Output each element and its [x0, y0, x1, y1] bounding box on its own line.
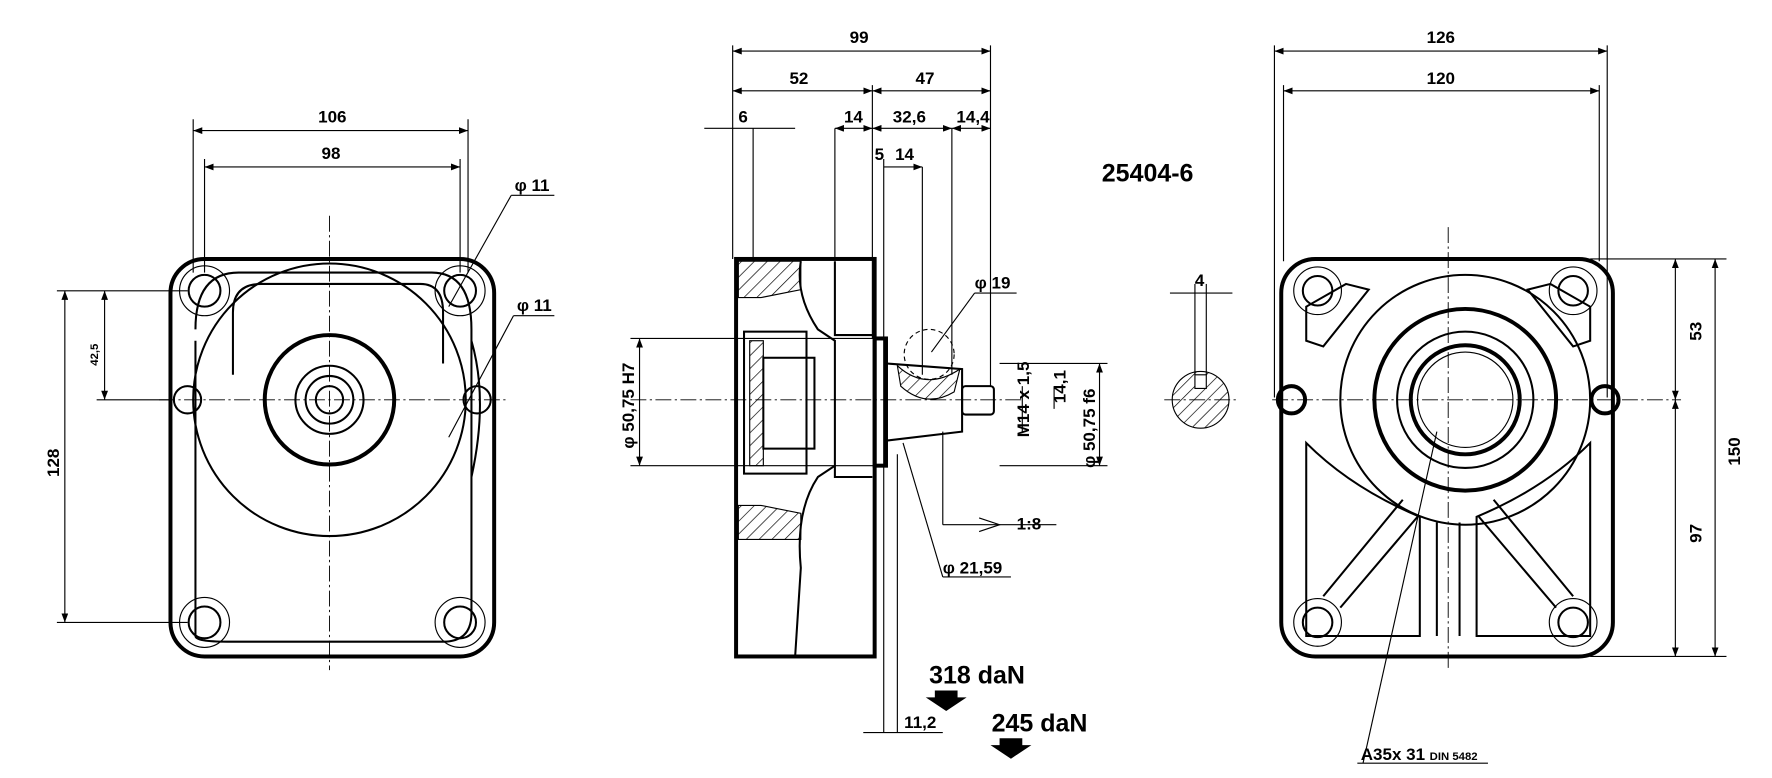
load-245: 245 daN: [992, 709, 1088, 737]
dim-pilot-h7: φ 50,75 H7: [619, 363, 638, 449]
dim-shaft-length: 47: [916, 69, 935, 88]
dim-5: 5: [875, 145, 884, 164]
dim-total-length: 99: [850, 28, 869, 47]
dim-14-4: 14,4: [956, 108, 990, 127]
dim-front-width-outer: 106: [318, 108, 346, 127]
load-arrow-icon: [990, 738, 1032, 759]
dim-11-2: 11,2: [904, 713, 936, 732]
dim-hole-dia-2: φ 11: [517, 296, 552, 315]
load-318: 318 daN: [929, 662, 1025, 690]
dim-rear-upper: 53: [1686, 322, 1705, 341]
dim-body-length: 52: [789, 69, 808, 88]
dim-ball-dia: φ 19: [975, 273, 1011, 292]
key-section: 4: [1164, 271, 1239, 429]
spline-spec-code: A35x 31: [1361, 745, 1425, 764]
dim-front-height: 128: [44, 449, 63, 477]
dim-taper-dia: φ 21,59: [943, 559, 1002, 578]
dim-rear-total: 150: [1725, 437, 1744, 465]
dim-key-width: 4: [1195, 271, 1205, 290]
dim-hole-dia-1: φ 11: [515, 176, 550, 195]
side-view: 99 52 47 6 14 32,6 14,4 5 14 φ 19 φ 50,7…: [619, 28, 1108, 759]
dim-rear-width-outer: 126: [1427, 28, 1455, 47]
dim-rear-lower: 97: [1686, 524, 1705, 543]
rear-view: 126 120 53 97 150 A35x 31 DIN 5482: [1272, 28, 1744, 764]
dim-14-1: 14,1: [1050, 370, 1069, 403]
dim-14b: 14: [895, 145, 914, 164]
front-view: 106 98 128 42,5 φ 11 φ 11: [44, 108, 555, 671]
part-number: 25404-6: [1102, 160, 1194, 188]
dim-front-offset: 42,5: [89, 344, 101, 366]
spline-standard: DIN 5482: [1430, 751, 1478, 763]
dim-rear-width-inner: 120: [1427, 69, 1455, 88]
dim-14a: 14: [844, 108, 863, 127]
load-arrow-icon: [925, 690, 967, 711]
spline-spec: A35x 31 DIN 5482: [1361, 745, 1478, 764]
dim-thread: M14 x 1,5: [1014, 362, 1033, 438]
dim-taper: 1:8: [1017, 514, 1042, 533]
dim-pilot-f6: φ 50,75 f6: [1080, 389, 1099, 468]
dim-front-width-holes: 98: [322, 144, 341, 163]
dim-6: 6: [738, 108, 747, 127]
dim-32-6: 32,6: [893, 108, 926, 127]
